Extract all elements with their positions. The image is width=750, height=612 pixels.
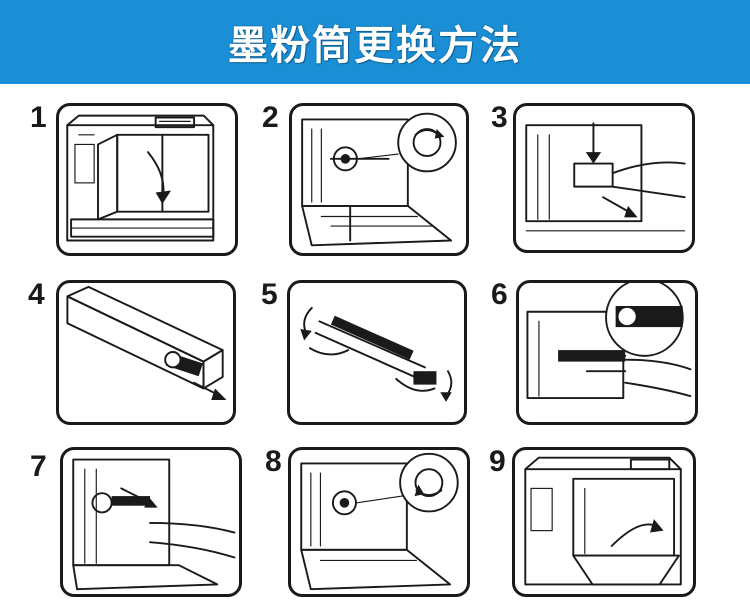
push-toner-in-icon — [72, 458, 236, 591]
step-number: 6 — [491, 278, 508, 311]
close-front-cover-icon — [524, 456, 682, 586]
step-2-illustration — [289, 103, 469, 256]
step-4-illustration — [56, 280, 236, 425]
shake-toner-icon — [300, 306, 453, 402]
step-number: 9 — [489, 445, 506, 478]
open-front-cover-icon — [66, 114, 215, 242]
step-6-illustration — [516, 280, 698, 425]
step-number: 2 — [262, 101, 279, 134]
step-number: 4 — [28, 278, 45, 311]
unbox-toner-icon — [66, 285, 227, 400]
step-5-illustration — [287, 280, 467, 425]
step-number: 7 — [30, 450, 47, 483]
step-8-illustration — [288, 447, 470, 597]
title-banner: 墨粉筒更换方法 — [0, 0, 750, 84]
step-9-illustration — [512, 447, 696, 597]
page-title: 墨粉筒更换方法 — [228, 23, 522, 69]
step-7-illustration — [60, 447, 242, 597]
step-number: 8 — [265, 445, 282, 478]
push-lever-pull-icon — [525, 122, 686, 232]
rotate-lock-icon — [300, 452, 459, 591]
step-1-illustration — [56, 103, 238, 256]
step-number: 3 — [491, 101, 508, 134]
insert-toner-icon — [526, 283, 692, 399]
step-number: 1 — [30, 101, 47, 134]
step-number: 5 — [261, 278, 278, 311]
open-inner-cover-icon — [301, 112, 457, 247]
step-3-illustration — [513, 103, 695, 253]
